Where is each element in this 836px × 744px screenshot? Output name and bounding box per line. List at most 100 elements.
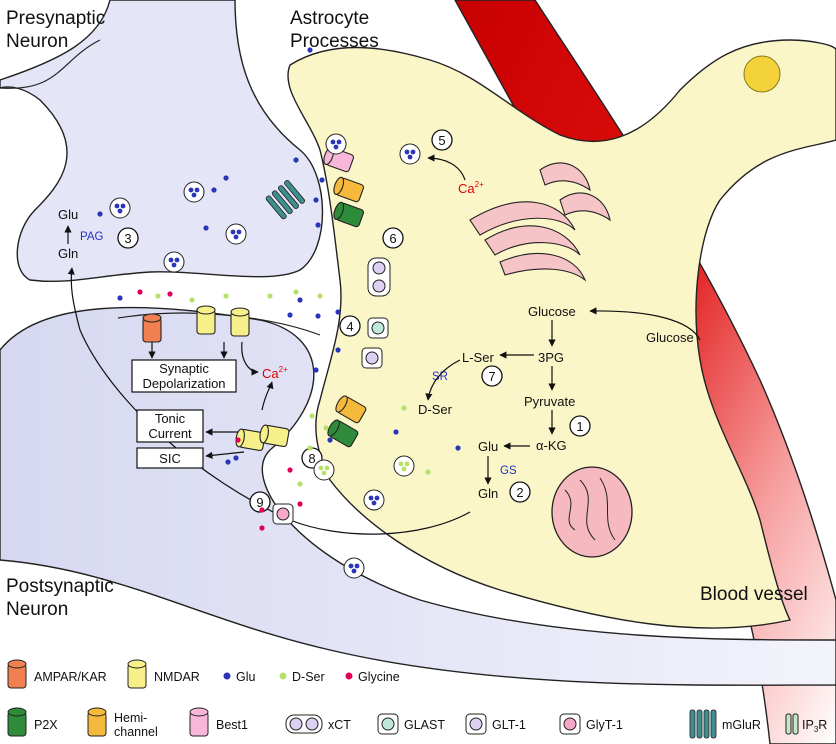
vesicle (399, 143, 421, 165)
svg-text:Glycine: Glycine (358, 670, 400, 684)
svg-text:channel: channel (114, 725, 158, 739)
p2x-channel (333, 201, 365, 228)
glu-astro-label: Glu (478, 439, 498, 454)
glycine-dot-icon: Glycine (345, 670, 400, 684)
glu-pre-label: Glu (58, 207, 78, 222)
svg-text:9: 9 (256, 495, 263, 510)
glu-dot (307, 47, 313, 53)
postsynaptic-label-1: Postsynaptic (6, 576, 114, 597)
glu-dot (335, 309, 341, 315)
svg-text:D-Ser: D-Ser (292, 670, 325, 684)
tonic-current-box: Tonic Current (136, 409, 204, 443)
step-3: 3 (117, 227, 139, 249)
svg-text:IP3R: IP3R (802, 718, 827, 734)
vesicle (363, 489, 385, 511)
glyt1-transporter (272, 503, 294, 525)
svg-text:mGluR: mGluR (722, 718, 761, 732)
astrocyte (287, 39, 836, 629)
glycine-dot (287, 467, 293, 473)
dser-dot (323, 425, 329, 431)
best1-icon: Best1 (189, 707, 248, 737)
3pg-label: 3PG (538, 350, 564, 365)
svg-text:6: 6 (389, 231, 396, 246)
glu-dot (335, 347, 341, 353)
glucose-label: Glucose (528, 304, 576, 319)
sic-box: SIC (136, 447, 204, 469)
glu-dot (203, 225, 209, 231)
step-7: 7 (481, 365, 503, 387)
svg-text:NMDAR: NMDAR (154, 670, 200, 684)
svg-text:SIC: SIC (159, 451, 181, 466)
molecules (97, 47, 461, 579)
step-4: 4 (339, 315, 361, 337)
xct-icon: xCT (285, 714, 351, 734)
nmdar-receptor (196, 305, 216, 335)
vesicle (393, 455, 415, 477)
glast-icon: GLAST (377, 713, 445, 735)
svg-text:Current: Current (148, 426, 192, 441)
glu-dot (315, 313, 321, 319)
vesicle (313, 459, 335, 481)
glucose-in-label: Glucose (646, 330, 694, 345)
endoplasmic-reticulum (469, 162, 611, 282)
vesicle (343, 557, 365, 579)
svg-text:Synaptic: Synaptic (159, 361, 209, 376)
nmdar-icon: NMDAR (127, 659, 200, 689)
gln-pre-label: Gln (58, 246, 78, 261)
dser-dot (309, 413, 315, 419)
pyruvate-label: Pyruvate (524, 394, 575, 409)
dser-dot (401, 405, 407, 411)
vesicle (163, 251, 185, 273)
ip3r-icon: IP3R (785, 713, 827, 735)
vesicle (183, 181, 205, 203)
mglur-icon: mGluR (689, 709, 761, 739)
glu-dot (97, 211, 103, 217)
svg-text:7: 7 (488, 369, 495, 384)
svg-text:2: 2 (516, 485, 523, 500)
step-2: 2 (509, 481, 531, 503)
dser-dot (425, 469, 431, 475)
glycine-dot (235, 437, 241, 443)
ampar-kar-receptor (142, 313, 162, 343)
xct-transporter (367, 257, 391, 297)
glu-dot-icon: Glu (223, 670, 256, 684)
glu-dot (327, 437, 333, 443)
postsynaptic-neuron (0, 306, 836, 686)
nmdar-receptor (259, 424, 290, 448)
presynaptic-label-1: Presynaptic (6, 8, 105, 29)
glast-transporter (367, 317, 389, 339)
step-1: 1 (569, 415, 591, 437)
glt1-transporter (361, 347, 383, 369)
svg-text:xCT: xCT (328, 718, 351, 732)
hemichannel (335, 395, 367, 424)
pag-label: PAG (80, 231, 103, 243)
astrocyte-nucleus (743, 55, 781, 93)
glu-dot (313, 367, 319, 373)
svg-text:GlyT-1: GlyT-1 (586, 718, 623, 732)
glt1-icon: GLT-1 (465, 713, 526, 735)
dser-dot (317, 293, 323, 299)
svg-text:5: 5 (438, 133, 445, 148)
p2x-channel (327, 419, 359, 448)
glu-dot (117, 295, 123, 301)
glu-dot (293, 157, 299, 163)
gs-label: GS (500, 465, 517, 477)
ca-astro-label: Ca2+ (458, 180, 484, 196)
synaptic-depolarization-box: Synaptic Depolarization (131, 359, 237, 393)
glyt1-icon: GlyT-1 (559, 713, 623, 735)
svg-text:Best1: Best1 (216, 718, 248, 732)
ca-post-label: Ca2+ (262, 365, 288, 381)
step-6: 6 (382, 227, 404, 249)
blood-vessel-label: Blood vessel (700, 584, 808, 605)
ampar-kar-icon: AMPAR/KAR (7, 659, 107, 689)
presynaptic-neuron (0, 0, 324, 283)
svg-text:P2X: P2X (34, 718, 58, 732)
akg-label: α-KG (536, 438, 567, 453)
vesicle (109, 197, 131, 219)
dser-dot (297, 481, 303, 487)
dser-dot (267, 293, 273, 299)
gln-astro-label: Gln (478, 486, 498, 501)
glu-dot (297, 297, 303, 303)
